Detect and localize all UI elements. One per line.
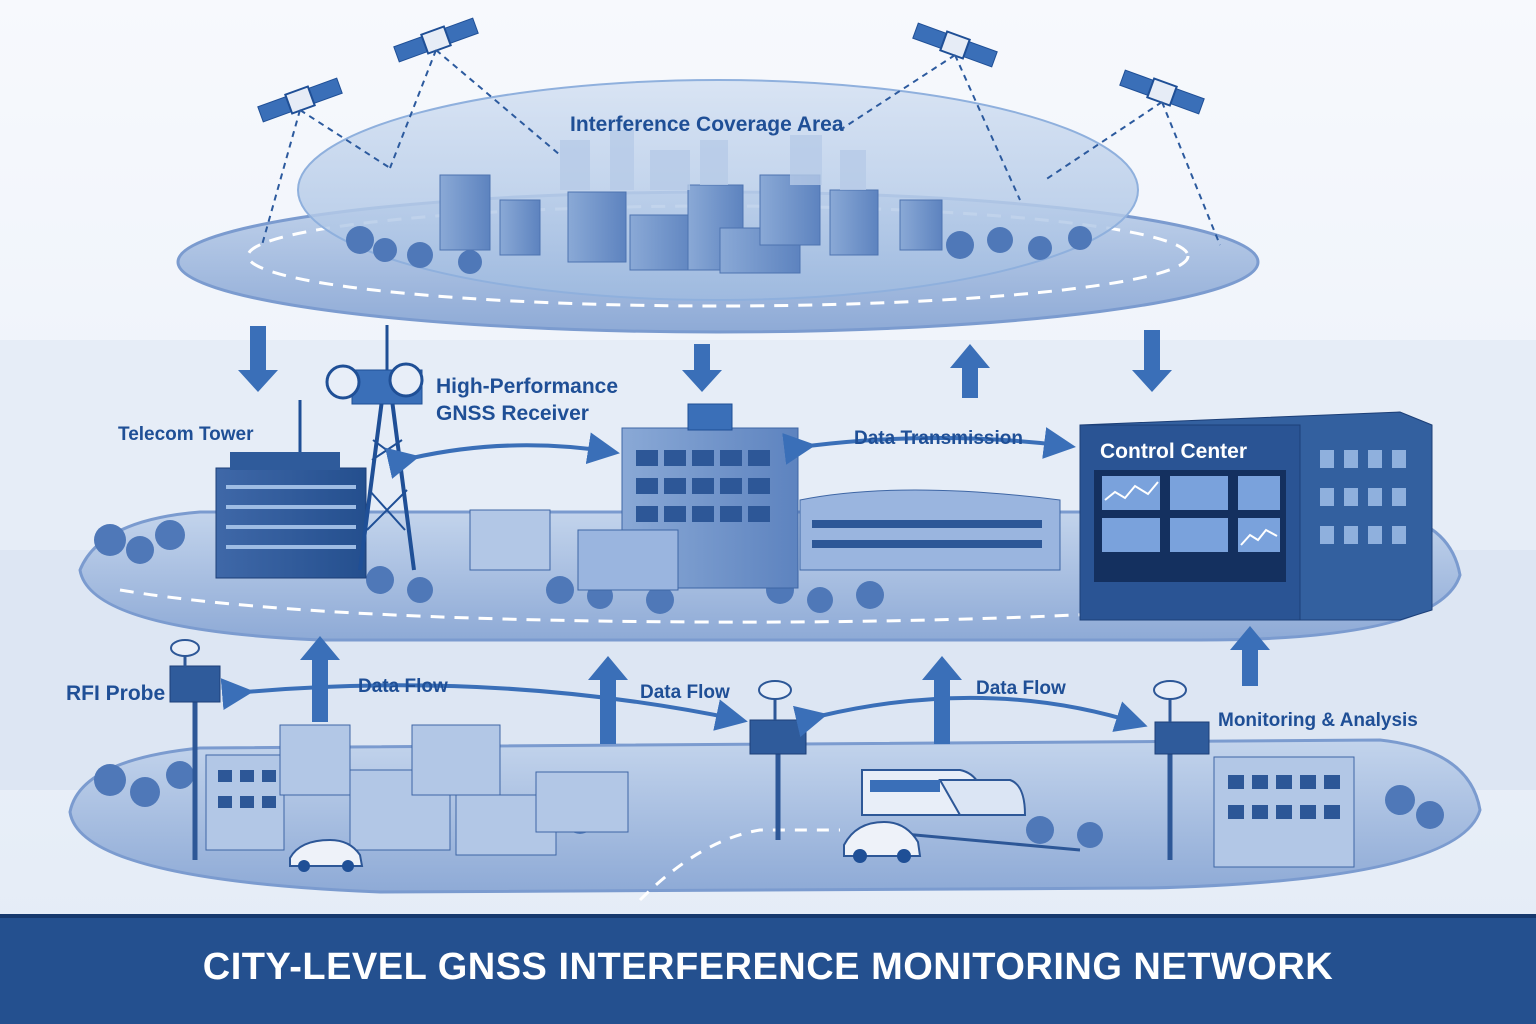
train-icon: [859, 769, 1081, 852]
control-center-building: [1079, 411, 1433, 621]
antenna-icon: [325, 325, 424, 571]
monitoring-analysis-label: Monitoring & Analysis: [1218, 710, 1418, 731]
satellite-icon: [1119, 69, 1205, 115]
title-banner: CITY-LEVEL GNSS INTERFERENCE MONITORING …: [0, 914, 1536, 1024]
telecom-tower-building: [215, 400, 367, 579]
satellite-icon: [257, 77, 343, 123]
data-flow-label-1: Data Flow: [358, 676, 448, 697]
arrow-icon: [220, 427, 1148, 738]
satellite-icon: [912, 22, 998, 68]
data-flow-label-2: Data Flow: [640, 682, 730, 703]
receiver-label-line1: High-Performance: [436, 375, 619, 398]
gnss-receiver-building: [469, 403, 799, 591]
antenna-icon: [169, 639, 221, 860]
telecom-tower-label: Telecom Tower: [118, 424, 254, 445]
receiver-label-line2: GNSS Receiver: [436, 402, 589, 425]
coverage-area: [176, 79, 1260, 334]
screen-icon: [1102, 476, 1280, 552]
coverage-area-label: Interference Coverage Area: [570, 113, 844, 136]
control-center-label: Control Center: [1100, 440, 1247, 463]
signal-lines: [261, 49, 1221, 246]
rfi-probe-label: RFI Probe: [66, 682, 166, 705]
antenna-icon: [1153, 680, 1210, 860]
satellite-icon: [393, 17, 479, 63]
station-building: [799, 489, 1061, 571]
bottom-city-platform: [68, 724, 1482, 902]
car-icon: [843, 820, 922, 863]
car-icon: [289, 838, 364, 872]
data-transmission-label: Data Transmission: [854, 428, 1023, 449]
page-title: CITY-LEVEL GNSS INTERFERENCE MONITORING …: [202, 946, 1334, 988]
data-flow-label-3: Data Flow: [976, 678, 1066, 699]
